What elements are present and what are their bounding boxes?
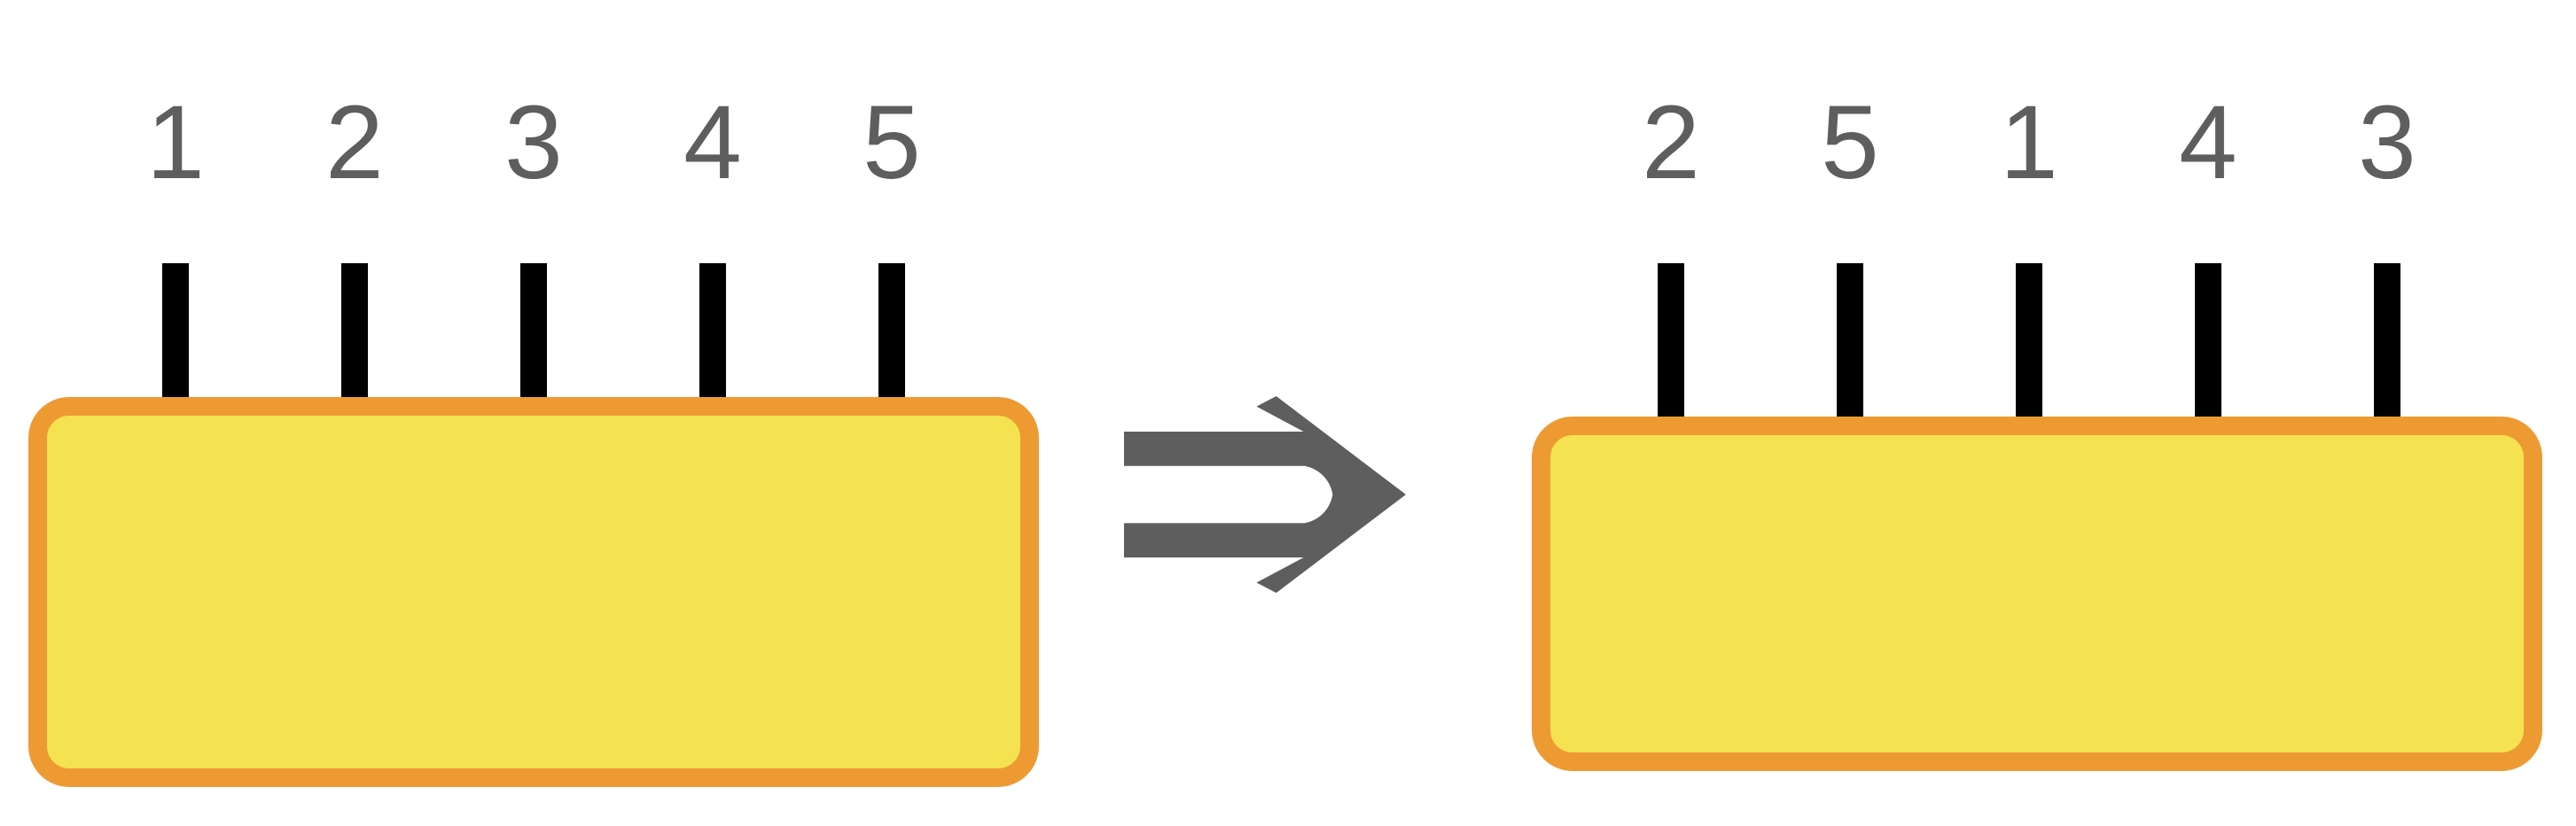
tick-label-after-3: 1 — [2000, 84, 2058, 201]
tick-mark-after-1 — [1658, 263, 1684, 436]
comb-body-before — [28, 397, 1039, 787]
tick-mark-before-3 — [520, 263, 547, 418]
tick-mark-after-5 — [2374, 263, 2400, 436]
tick-label-after-5: 3 — [2358, 84, 2416, 201]
tick-mark-before-2 — [341, 263, 368, 418]
comb-body-after — [1532, 417, 2542, 771]
double-right-arrow-icon — [1124, 396, 1406, 593]
tick-mark-before-5 — [878, 263, 905, 418]
tick-mark-after-4 — [2195, 263, 2221, 436]
tick-label-after-4: 4 — [2179, 84, 2237, 201]
tick-mark-after-2 — [1837, 263, 1863, 436]
tick-label-before-3: 3 — [504, 84, 563, 201]
tick-label-before-5: 5 — [863, 84, 921, 201]
tick-label-after-1: 2 — [1642, 84, 1700, 201]
tick-label-before-4: 4 — [683, 84, 742, 201]
tick-label-before-1: 1 — [146, 84, 205, 201]
tick-mark-after-3 — [2016, 263, 2042, 436]
transform-arrow — [1124, 396, 1406, 593]
tick-label-after-2: 5 — [1821, 84, 1879, 201]
tick-mark-before-4 — [699, 263, 726, 418]
tick-label-before-2: 2 — [325, 84, 384, 201]
tick-mark-before-1 — [162, 263, 189, 418]
